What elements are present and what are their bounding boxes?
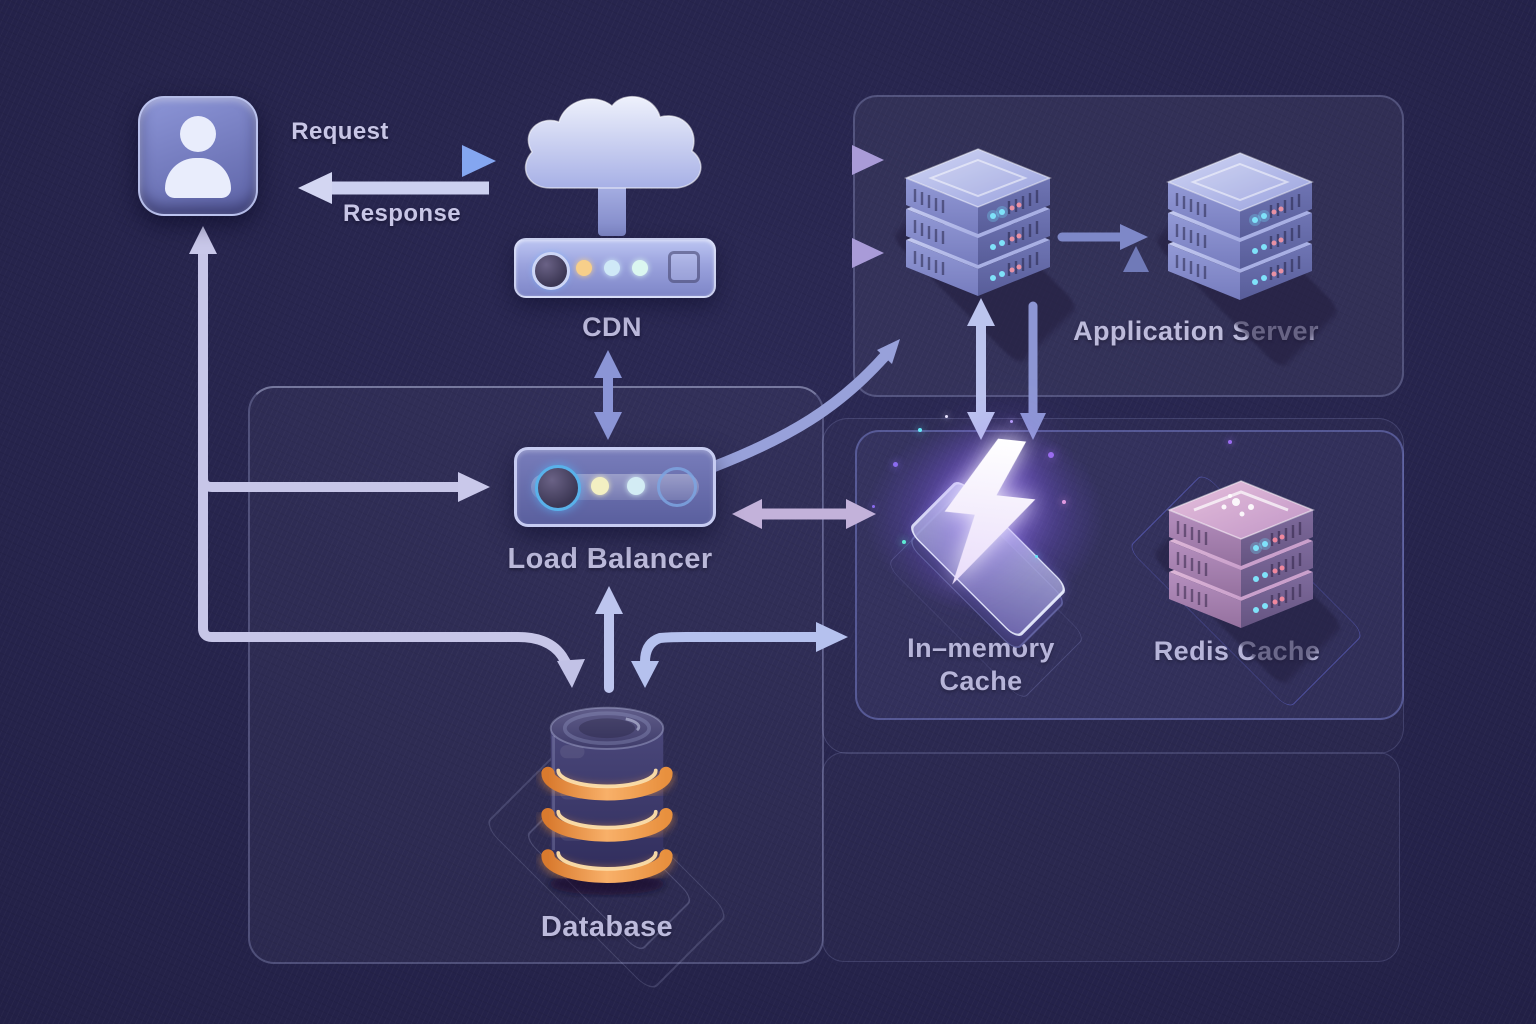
sparkle-dot [945,415,948,418]
sparkle-dot [1035,555,1038,558]
lb-led-yellow [591,477,609,495]
redis-cache-stack-icon [1166,480,1316,628]
router-port [668,251,700,283]
app-server-stack-1-icon [903,120,1053,298]
user-icon [138,96,258,216]
sparkle-dot [902,540,906,544]
cdn-label: CDN [582,312,642,342]
router-led-mint [632,260,648,276]
sparkle-dot [872,505,875,508]
sparkle-dot [1228,440,1232,444]
person-head [180,116,216,152]
router-led-yellow [576,260,592,276]
sparkle-dot [1062,500,1066,504]
cache-outer-panel [822,418,1404,754]
request-arrow [278,145,496,177]
bottom-right-panel [822,752,1400,962]
lb-port-ring [657,467,697,507]
sparkle-dot [1010,420,1013,423]
response-label: Response [343,200,461,227]
in-memory-cache-label-line2: Cache [939,666,1023,696]
router-led-blue [604,260,620,276]
sparkle-dot [1048,452,1054,458]
cdn-router-icon [514,238,716,298]
cloud-icon [524,96,702,236]
load-balancer-icon [514,447,716,527]
sparkle-dot [893,462,898,467]
database-icon [538,706,676,896]
sparkle-dot [918,428,922,432]
lb-led-blue [627,477,645,495]
router-knob [532,252,570,290]
lightning-bolt-icon [944,438,1036,585]
lb-knob [535,465,581,511]
request-label: Request [291,118,389,145]
app-server-stack-2-icon [1165,124,1315,302]
database-label: Database [540,911,674,943]
person-body [165,158,231,198]
